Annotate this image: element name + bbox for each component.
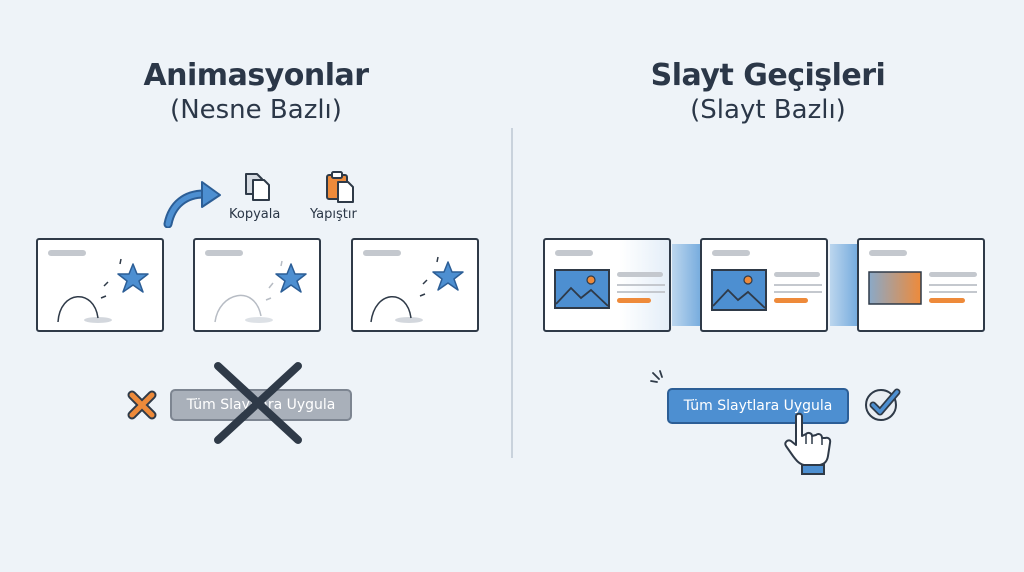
slide-title-placeholder	[869, 250, 907, 256]
animations-subtitle: (Nesne Bazlı)	[170, 95, 342, 125]
transitions-title: Slayt Geçişleri	[650, 58, 886, 93]
bounce-path-icon	[214, 260, 307, 323]
curved-arrow-icon	[163, 181, 221, 228]
image-icon	[554, 269, 665, 309]
transitions-subtitle: (Slayt Bazlı)	[690, 95, 846, 125]
slide-thumbnail-2	[700, 238, 828, 332]
paste-label: Yapıştır	[310, 207, 357, 222]
star-icon	[419, 256, 464, 297]
star-icon	[265, 260, 307, 301]
slide-title-placeholder	[712, 250, 750, 256]
copy-label: Kopyala	[229, 207, 281, 222]
slide-title-placeholder	[48, 250, 86, 256]
animations-panel: Animasyonlar (Nesne Bazlı) Kopyala Yapış…	[36, 58, 479, 444]
slide-title-placeholder	[555, 250, 593, 256]
x-icon	[127, 390, 157, 420]
transitions-panel: Slayt Geçişleri (Slayt Bazlı)	[512, 0, 1024, 572]
slide-title-placeholder	[363, 250, 401, 256]
animations-title: Animasyonlar	[143, 58, 369, 93]
checkmark-icon	[865, 388, 901, 421]
slide-title-placeholder	[205, 250, 243, 256]
slide-thumbnail-3	[857, 238, 985, 332]
click-sparkle-icon	[650, 370, 663, 383]
image-placeholder-icon	[868, 271, 977, 305]
transition-band-2	[830, 244, 860, 326]
image-icon	[711, 269, 822, 311]
copy-icon	[245, 173, 270, 201]
slide-thumbnail-3	[351, 238, 479, 332]
pointer-hand-icon	[784, 412, 832, 475]
star-icon	[100, 258, 149, 299]
bounce-path-icon	[57, 258, 149, 323]
slide-thumbnail-1	[543, 238, 671, 332]
clipboard-icon	[326, 171, 354, 203]
slide-thumbnail-1	[36, 238, 164, 332]
big-cross-icon	[214, 362, 302, 444]
slide-thumbnail-2	[193, 238, 321, 332]
bounce-path-icon	[370, 256, 464, 323]
apply-to-all-button[interactable]: Tüm Slaytlara Uygula	[667, 388, 849, 424]
transition-band-1	[672, 244, 704, 326]
panel-divider	[511, 128, 513, 458]
